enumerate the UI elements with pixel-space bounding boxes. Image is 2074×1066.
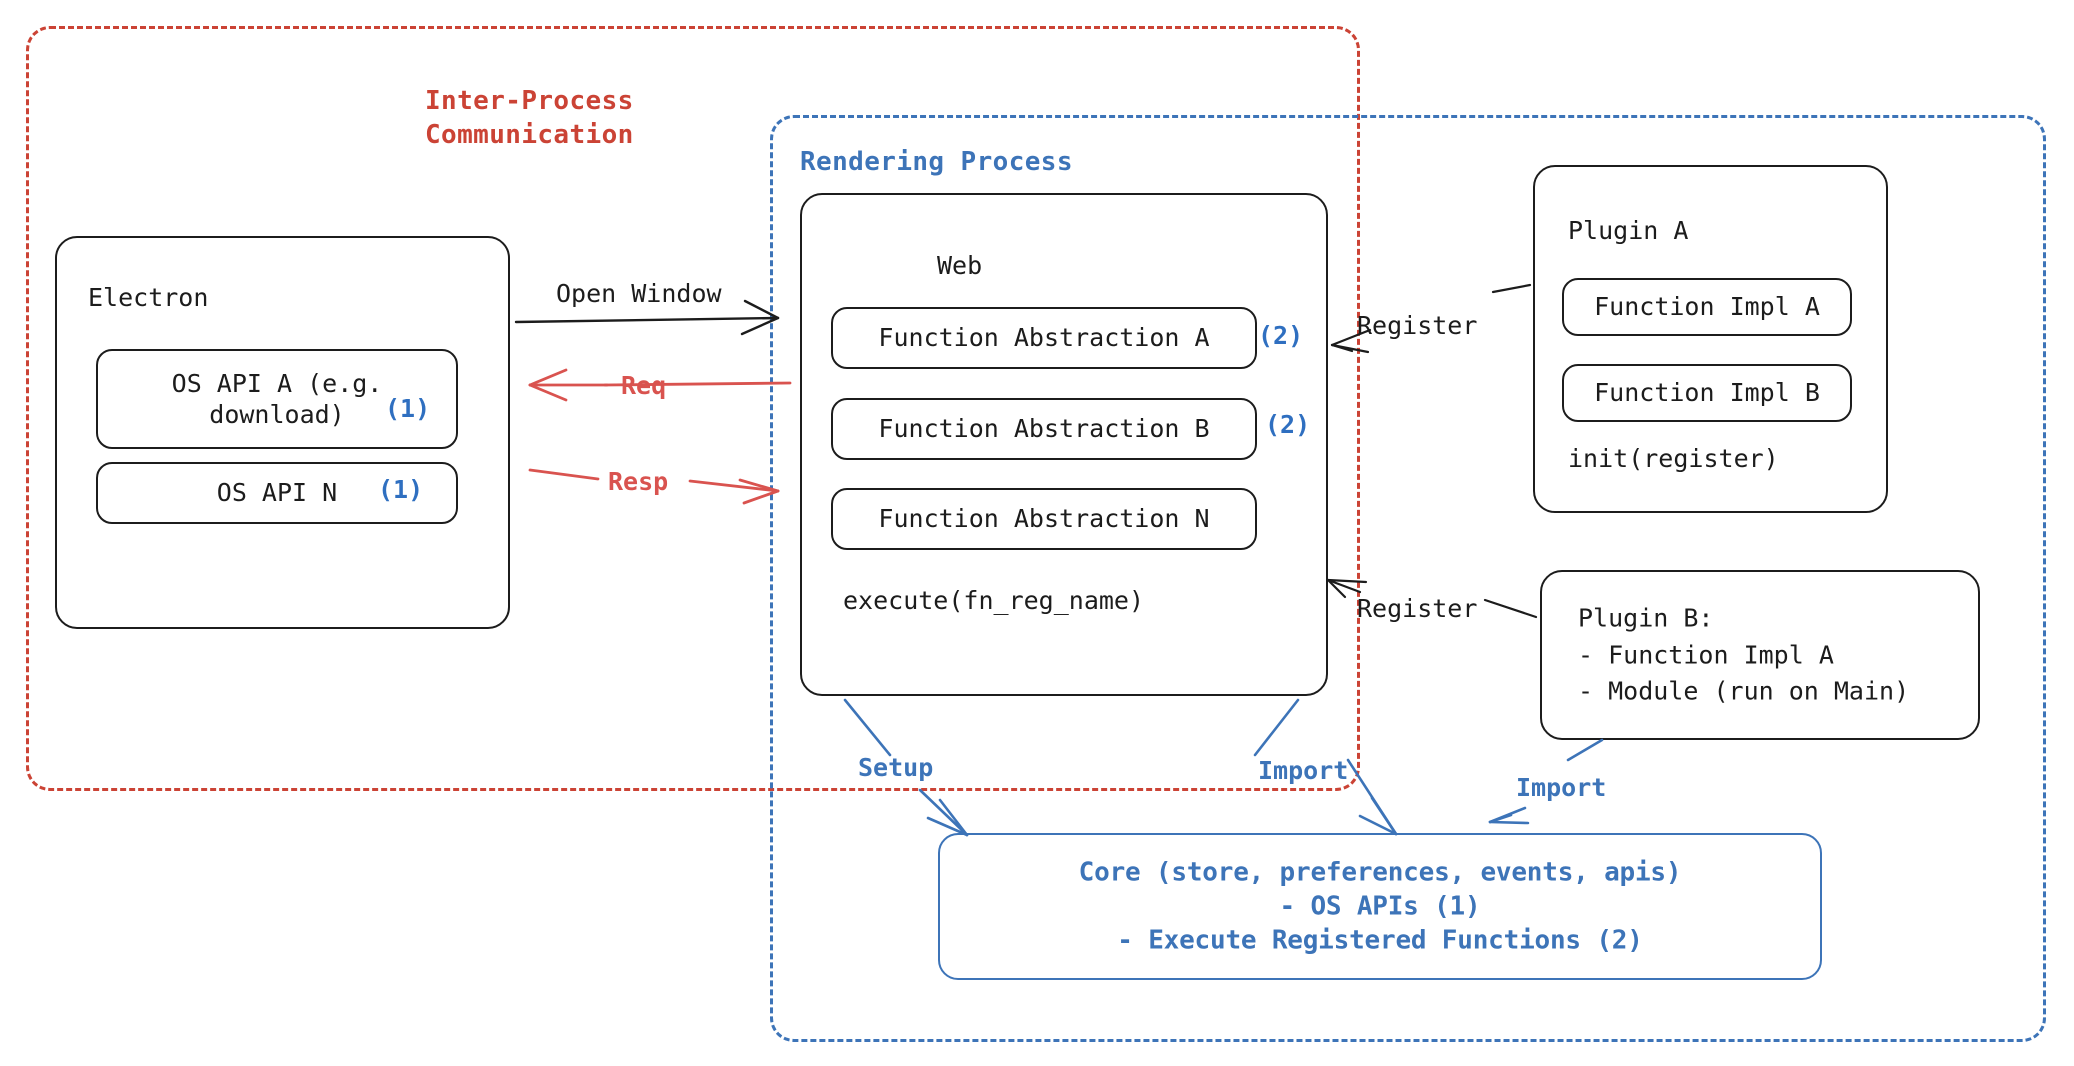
function-abstraction-a-box[interactable]: Function Abstraction A: [831, 307, 1257, 369]
os-api-n-marker: (1): [378, 475, 424, 504]
region-label-ipc: Inter-Process Communication: [425, 86, 634, 151]
web-title: Web: [937, 251, 983, 280]
edge-label-import-plugin: Import: [1516, 773, 1607, 802]
function-impl-a-label: Function Impl A: [1594, 291, 1820, 321]
core-lines: Core (store, preferences, events, apis) …: [1078, 857, 1682, 956]
os-api-a-label: OS API A (e.g. download): [171, 368, 383, 429]
edge-label-import-web: Import: [1258, 756, 1349, 785]
function-impl-a-box[interactable]: Function Impl A: [1562, 278, 1852, 336]
function-impl-b-box[interactable]: Function Impl B: [1562, 364, 1852, 422]
region-inter-process-communication: [26, 26, 1360, 791]
plugin-a-box[interactable]: [1533, 165, 1888, 513]
os-api-a-box[interactable]: OS API A (e.g. download): [96, 349, 458, 449]
function-impl-b-label: Function Impl B: [1594, 377, 1820, 407]
web-execute-label: execute(fn_reg_name): [843, 586, 1145, 615]
plugin-b-lines: Plugin B: - Function Impl A - Module (ru…: [1578, 603, 1910, 706]
edge-label-req: Req: [621, 371, 667, 400]
edge-label-register-plugin-b: Register: [1357, 594, 1478, 623]
function-abstraction-n-box[interactable]: Function Abstraction N: [831, 488, 1257, 550]
function-abstraction-a-marker: (2): [1258, 321, 1304, 350]
edge-label-resp: Resp: [608, 467, 669, 496]
function-abstraction-a-label: Function Abstraction A: [878, 322, 1210, 352]
electron-title: Electron: [88, 283, 209, 312]
core-box[interactable]: Core (store, preferences, events, apis) …: [938, 833, 1822, 980]
plugin-a-title: Plugin A: [1568, 216, 1689, 245]
function-abstraction-b-label: Function Abstraction B: [878, 413, 1210, 443]
region-rendering-process: [770, 115, 2046, 1042]
os-api-a-marker: (1): [385, 394, 431, 423]
plugin-a-init-label: init(register): [1568, 444, 1779, 473]
plugin-b-box[interactable]: Plugin B: - Function Impl A - Module (ru…: [1540, 570, 1980, 740]
os-api-n-box[interactable]: OS API N: [96, 462, 458, 524]
edge-label-setup: Setup: [858, 753, 934, 782]
function-abstraction-b-box[interactable]: Function Abstraction B: [831, 398, 1257, 460]
region-label-rendering-process: Rendering Process: [800, 147, 1073, 177]
edge-label-open-window: Open Window: [556, 279, 722, 308]
function-abstraction-b-marker: (2): [1265, 410, 1311, 439]
edge-label-register-plugin-a: Register: [1357, 311, 1478, 340]
function-abstraction-n-label: Function Abstraction N: [878, 503, 1210, 533]
os-api-n-label: OS API N: [216, 477, 338, 507]
